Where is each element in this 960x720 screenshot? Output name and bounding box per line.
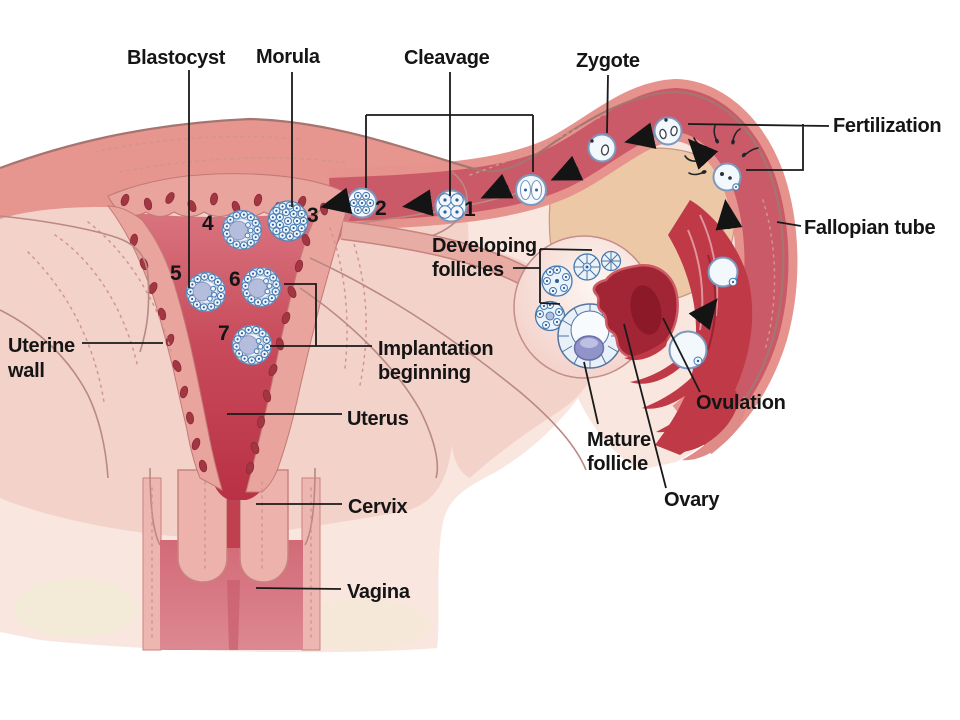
arrow-fert-to-zygote — [624, 122, 657, 149]
cleavage-bracket — [365, 72, 534, 196]
developing-follicle-b — [573, 253, 601, 281]
developing-follicles-bracket — [513, 248, 593, 305]
arrow-stage2-to-3 — [320, 187, 353, 214]
labels: Blastocyst Morula Cleavage Zygote Fertil… — [7, 46, 942, 603]
egg-fertilized-pronuclei — [653, 116, 683, 146]
label-morula: Morula — [256, 46, 321, 68]
label-cleavage: Cleavage — [404, 47, 490, 69]
pathway-arrows — [320, 122, 743, 331]
label-vagina: Vagina — [347, 581, 411, 603]
stage-number-6: 6 — [229, 268, 241, 291]
egg-four-cell-stage1 — [434, 189, 468, 223]
egg-in-infundibulum — [707, 256, 739, 288]
label-uterine-wall-2: wall — [7, 360, 45, 382]
label-fertilization: Fertilization — [833, 115, 941, 137]
label-implantation-1: Implantation — [378, 338, 493, 360]
egg-zygote — [587, 133, 617, 163]
egg-two-cell — [515, 174, 547, 206]
label-ovary: Ovary — [664, 489, 720, 511]
blastocyst-stage4 — [223, 211, 262, 250]
egg-ovulated — [668, 330, 708, 370]
developing-follicle-c — [600, 250, 622, 272]
label-ovulation: Ovulation — [696, 392, 786, 414]
label-implantation-2: beginning — [378, 362, 471, 384]
fallopian-tube-line — [776, 221, 802, 227]
label-mature-follicle-2: follicle — [587, 453, 648, 475]
morula-stage3 — [268, 201, 308, 241]
stage-number-1: 1 — [464, 198, 476, 221]
label-fallopian-tube: Fallopian tube — [804, 217, 936, 239]
stage-number-2: 2 — [375, 197, 387, 220]
arrow-ovulation-to-tube — [688, 298, 718, 331]
corpus-luteum — [592, 264, 679, 359]
cervix-vagina — [142, 467, 321, 651]
zygote-line — [606, 74, 609, 134]
ovary-line — [623, 323, 667, 489]
label-uterine-wall-1: Uterine — [8, 335, 75, 357]
label-uterus: Uterus — [347, 408, 409, 430]
label-zygote: Zygote — [576, 50, 640, 72]
callout-lines — [82, 70, 830, 590]
developing-follicle-d — [534, 300, 566, 332]
arrow-up-tube — [715, 199, 743, 231]
developing-follicle-a — [541, 265, 573, 297]
egg-eight-cell-stage2 — [346, 187, 378, 219]
stage-number-4: 4 — [202, 212, 214, 235]
arrow-zygote-to-2cell — [550, 155, 584, 181]
label-mature-follicle-1: Mature — [587, 429, 651, 451]
fertilization-bracket — [687, 123, 830, 171]
ovulation-line — [662, 317, 701, 393]
ovarian-ligament — [340, 220, 529, 285]
outer-wall-outline — [0, 90, 785, 437]
arrow-2cell-to-stage1 — [480, 173, 514, 199]
arrow-egg-to-fert — [687, 138, 719, 170]
arrow-stage1-to-2 — [402, 189, 434, 217]
stage-number-5: 5 — [170, 262, 182, 285]
implantation-bracket — [270, 283, 372, 347]
vagina-line — [255, 587, 342, 590]
mature-follicle-line — [583, 361, 599, 425]
stage-number-3: 3 — [307, 204, 319, 227]
label-blastocyst: Blastocyst — [127, 47, 226, 69]
label-developing-follicles-2: follicles — [432, 259, 504, 281]
stage-number-7: 7 — [218, 322, 230, 345]
label-developing-follicles-1: Developing — [432, 235, 537, 257]
label-cervix: Cervix — [348, 496, 408, 518]
